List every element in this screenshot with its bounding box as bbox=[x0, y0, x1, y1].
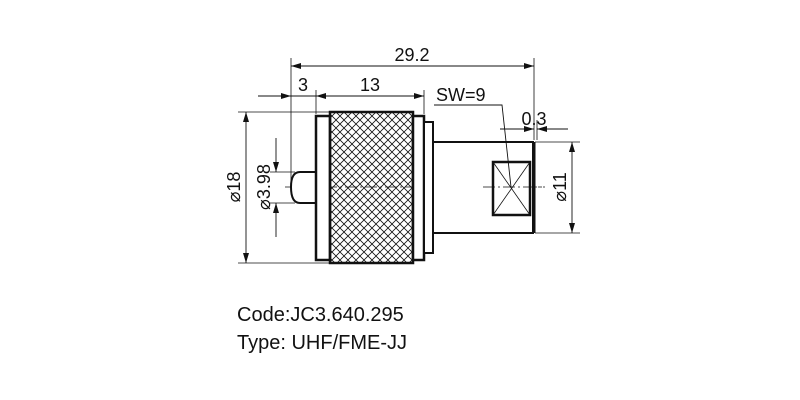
knurled-nut bbox=[328, 110, 415, 265]
dim-knurl: 13 bbox=[360, 75, 380, 95]
dim-body-diameter: ⌀11 bbox=[550, 172, 570, 202]
product-type: Type: UHF/FME-JJ bbox=[237, 332, 408, 354]
dim-wrench-size: SW=9 bbox=[436, 85, 486, 105]
dim-pin-diameter: ⌀3.98 bbox=[254, 164, 274, 210]
sw-leader bbox=[434, 104, 512, 188]
dim-overall: 29.2 bbox=[394, 45, 429, 65]
right-flange bbox=[411, 114, 426, 262]
ring bbox=[423, 121, 434, 254]
dim-pin: 3 bbox=[298, 75, 308, 95]
product-code: Code:JC3.640.295 bbox=[237, 304, 404, 326]
center-pin bbox=[289, 171, 316, 204]
dim-flange: 0.3 bbox=[521, 109, 546, 129]
dim-outer-diameter: ⌀18 bbox=[224, 172, 244, 203]
left-flange bbox=[314, 114, 332, 262]
